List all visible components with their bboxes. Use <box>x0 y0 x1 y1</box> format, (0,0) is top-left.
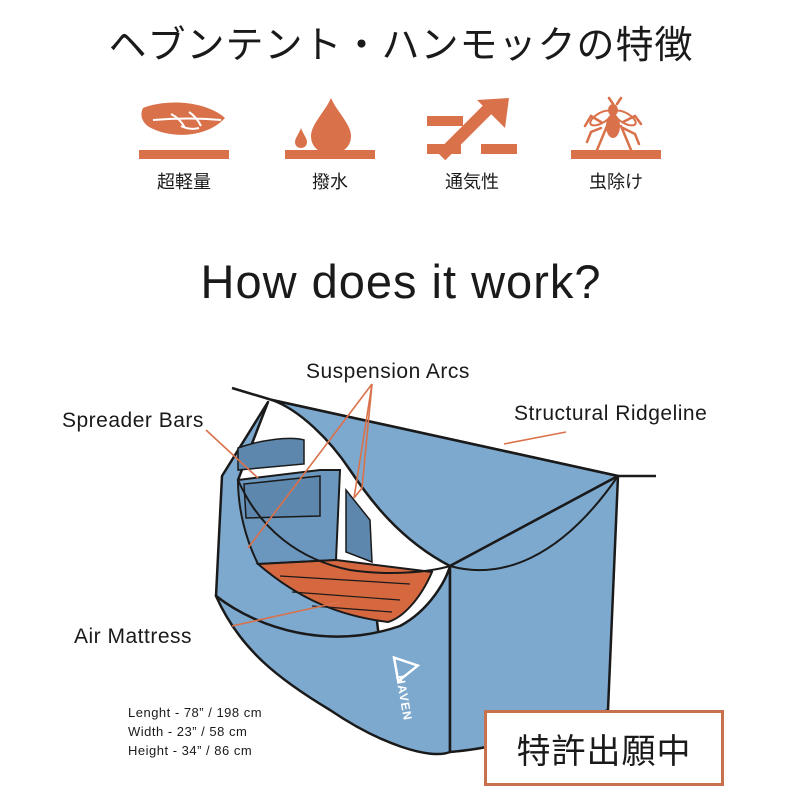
dimension-length: Lenght - 78” / 198 cm <box>128 705 263 720</box>
mesh-window-right <box>345 487 373 564</box>
suspension-arc <box>237 479 451 574</box>
air-mattress <box>255 558 434 624</box>
feature-label: 虫除け <box>589 172 643 193</box>
callout-suspension-arcs: Suspension Arcs <box>306 360 470 383</box>
callout-structural-ridgeline: Structural Ridgeline <box>514 402 708 425</box>
callout-spreader-bars: Spreader Bars <box>62 409 204 432</box>
water-drop-icon <box>285 98 375 159</box>
feature-label: 超軽量 <box>157 172 211 193</box>
feature-water-repellent: 撥水 <box>270 96 390 194</box>
dimension-height: Height - 34” / 86 cm <box>128 743 253 758</box>
tent-back-panel <box>270 398 620 568</box>
feature-label: 撥水 <box>312 172 348 193</box>
feature-label: 通気性 <box>445 172 499 193</box>
dimension-width: Width - 23” / 58 cm <box>128 724 248 739</box>
airflow-arrow-icon <box>427 98 517 160</box>
leader-suspension-1 <box>247 383 373 549</box>
feature-ultralight: 超軽量 <box>124 96 244 194</box>
haven-logo-icon <box>392 655 421 684</box>
callout-air-mattress: Air Mattress <box>74 625 193 648</box>
feature-insect-repellent: 虫除け <box>556 96 676 194</box>
leader-suspension-2 <box>353 383 373 499</box>
patent-pending-badge: 特許出願中 <box>484 710 724 786</box>
feather-icon <box>139 102 229 159</box>
leader-suspension-3 <box>353 383 373 499</box>
page-title: ヘブンテント・ハンモックの特徴 <box>108 23 694 67</box>
leader-ridgeline <box>503 431 567 445</box>
feature-breathable: 通気性 <box>412 96 532 194</box>
section-subtitle: How does it work? <box>200 255 602 308</box>
dimensions-list: Lenght - 78” / 198 cm Width - 23” / 58 c… <box>128 703 262 760</box>
leader-mattress <box>231 601 341 627</box>
mesh-window-top <box>237 437 305 471</box>
mosquito-icon <box>571 96 661 159</box>
leader-spreader <box>205 429 259 479</box>
mesh-window-left <box>243 475 321 519</box>
